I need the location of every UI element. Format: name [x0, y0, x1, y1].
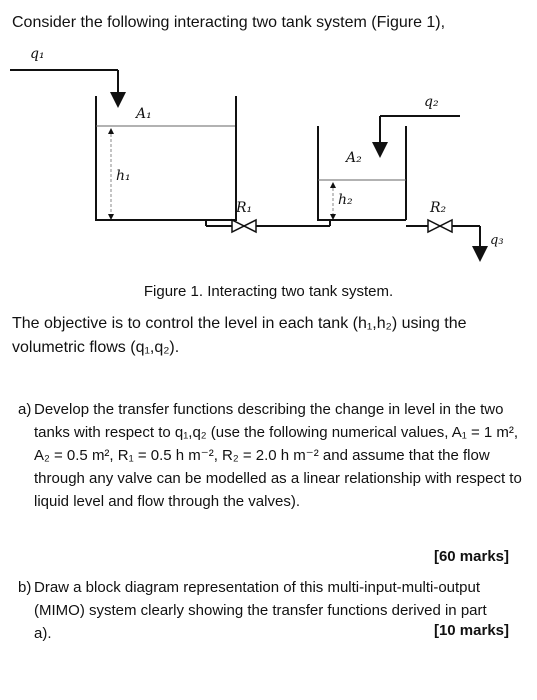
part-a-text: Develop the transfer functions describin… [34, 401, 522, 510]
part-b-text: Draw a block diagram representation of t… [34, 579, 487, 642]
h2-dimension [330, 182, 336, 220]
part-b-label: b) [18, 579, 32, 596]
h1-dimension [108, 128, 114, 220]
objective-text: The objective is to control the level in… [12, 315, 467, 356]
q1-label: q₁ [30, 46, 45, 62]
intro-text: Consider the following interacting two t… [12, 14, 446, 31]
inlet-pipe-q2 [372, 115, 460, 158]
part-b-marks: [10 marks] [433, 622, 509, 639]
r2-label: R₂ [429, 200, 447, 216]
part-a-label: a) [18, 401, 32, 418]
outlet-pipe [406, 225, 488, 262]
tank-1 [95, 96, 237, 221]
h1-label: h₁ [116, 168, 131, 184]
part-b: b) Draw a block diagram representation o… [18, 576, 504, 645]
two-tank-figure: q₁ A₁ h₁ R₁ A₂ h₂ q₂ [10, 46, 504, 262]
h2-label: h₂ [338, 192, 353, 208]
tank-2 [317, 126, 407, 221]
valve-r2-icon [427, 218, 453, 234]
inlet-pipe-q1 [10, 69, 126, 108]
part-a: a) Develop the transfer functions descri… [18, 398, 524, 513]
q3-label: q₃ [490, 233, 504, 248]
figure-caption: Figure 1. Interacting two tank system. [143, 283, 394, 300]
q2-label: q₂ [424, 94, 439, 110]
a1-label: A₁ [134, 106, 152, 122]
valve-r1-icon [231, 218, 257, 234]
a2-label: A₂ [344, 150, 362, 166]
r1-label: R₁ [235, 200, 252, 216]
part-a-marks: [60 marks] [433, 548, 509, 565]
